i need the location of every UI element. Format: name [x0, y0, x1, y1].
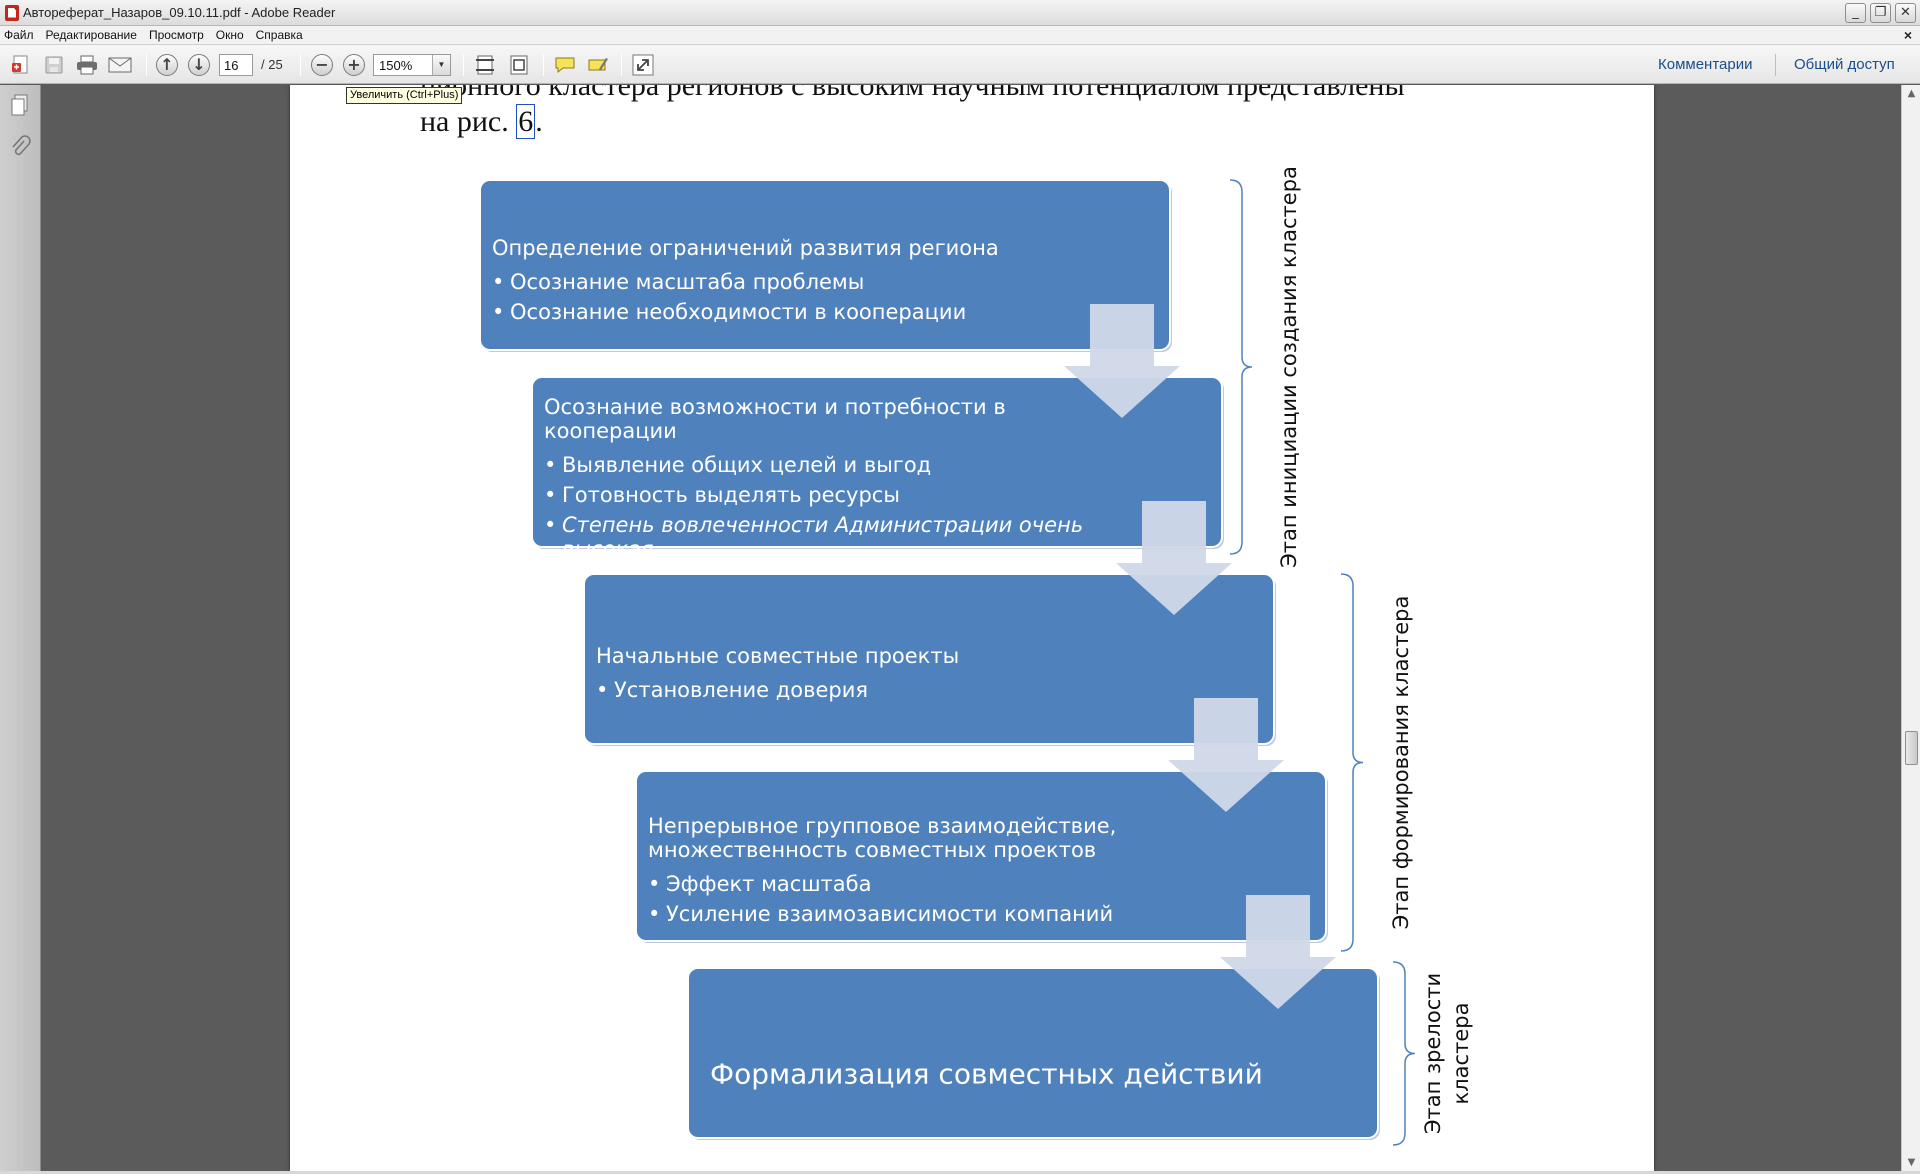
step-bullet: Готовность выделять ресурсы: [562, 483, 900, 507]
page-text-line: на рис. 6.: [420, 104, 543, 139]
page-text-line: ционного кластера регионов с высоким нау…: [420, 85, 1405, 102]
minimize-button[interactable]: _: [1845, 3, 1866, 23]
step-bullet: Осознание необходимости в кооперации: [510, 300, 966, 324]
bullet-dot: •: [544, 513, 556, 537]
pages-icon[interactable]: [9, 93, 31, 117]
fit-page-icon[interactable]: [472, 52, 498, 78]
step-title: Начальные совместные проекты: [596, 644, 959, 668]
fit-width-icon[interactable]: [506, 52, 532, 78]
attachments-icon[interactable]: [9, 135, 31, 159]
window-title: Автореферат_Назаров_09.10.11.pdf - Adobe…: [23, 5, 336, 20]
step-box: [635, 770, 1327, 942]
page-text-fragment: на рис.: [420, 105, 517, 138]
down-arrow: [1220, 895, 1336, 1009]
status-strip: [0, 1171, 1920, 1174]
bullet-dot: •: [544, 483, 556, 507]
expand-icon[interactable]: [630, 52, 656, 78]
window-controls: _ ❐ ✕: [1845, 3, 1916, 23]
next-page-icon[interactable]: ↓: [186, 52, 212, 78]
comment-icon[interactable]: [552, 52, 578, 78]
toolbar: ↑ ↓ / 25 − + 150% ▼ Комментарии Общий до…: [0, 45, 1920, 84]
step-box: [479, 179, 1171, 351]
adobe-reader-icon: [5, 4, 19, 21]
email-icon[interactable]: [107, 52, 133, 78]
scroll-up-icon[interactable]: ▲: [1907, 88, 1916, 99]
vertical-scrollbar[interactable]: ▲ ▼: [1901, 85, 1920, 1171]
open-file-icon[interactable]: [8, 52, 34, 78]
document-view: ционного кластера регионов с высоким нау…: [42, 85, 1900, 1171]
highlight-icon[interactable]: [585, 52, 611, 78]
chevron-down-icon[interactable]: ▼: [432, 55, 450, 75]
stage-brace: [1392, 961, 1416, 1146]
step-bullet: Выявление общих целей и выгод: [562, 453, 931, 477]
menu-edit[interactable]: Редактирование: [45, 28, 137, 42]
step-bullet: Усиление взаимозависимости компаний: [666, 902, 1113, 926]
step-title: Непрерывное групповое взаимодействие,: [648, 814, 1116, 838]
step-title: кооперации: [544, 419, 677, 443]
menu-view[interactable]: Просмотр: [148, 28, 204, 42]
print-icon[interactable]: [74, 52, 100, 78]
step-title: Определение ограничений развития региона: [492, 236, 999, 260]
close-button[interactable]: ✕: [1895, 3, 1916, 23]
close-document-icon[interactable]: ×: [1903, 27, 1912, 43]
zoom-in-tooltip: Увеличить (Ctrl+Plus): [346, 87, 463, 104]
restore-button[interactable]: ❐: [1870, 3, 1891, 23]
page-number-input[interactable]: [219, 54, 253, 76]
stage-label: Этап зрелости: [1421, 973, 1445, 1134]
step-box: [687, 967, 1379, 1139]
page-total: / 25: [261, 57, 283, 72]
stage-brace: [1340, 573, 1364, 952]
step-bullet: Эффект масштаба: [666, 872, 871, 896]
scroll-down-icon[interactable]: ▼: [1907, 1157, 1916, 1168]
stage-label: Этап формирования кластера: [1389, 596, 1413, 930]
previous-page-icon[interactable]: ↑: [154, 52, 180, 78]
down-arrow: [1116, 501, 1232, 615]
menu-file[interactable]: Файл: [4, 28, 34, 42]
figure-reference-link[interactable]: 6: [516, 104, 536, 139]
share-button[interactable]: Общий доступ: [1794, 56, 1895, 73]
step-bullet: Осознание масштаба проблемы: [510, 270, 864, 294]
down-arrow: [1168, 698, 1284, 812]
bullet-dot: •: [492, 300, 504, 324]
page-text-fragment: .: [535, 105, 543, 138]
step-box: [531, 376, 1223, 548]
step-title: Осознание возможности и потребности в: [544, 395, 1006, 419]
save-icon[interactable]: [41, 52, 67, 78]
zoom-value[interactable]: 150%: [379, 58, 413, 73]
step-bullet: высокая: [562, 537, 654, 561]
zoom-select[interactable]: 150% ▼: [373, 54, 451, 76]
step-bullet: Установление доверия: [614, 678, 868, 702]
bullet-dot: •: [596, 678, 608, 702]
down-arrow: [1064, 304, 1180, 418]
bullet-dot: •: [648, 902, 660, 926]
process-diagram: Определение ограничений развития региона…: [479, 166, 1473, 1146]
step-title: Формализация совместных действий: [710, 1057, 1263, 1090]
step-title: множественность совместных проектов: [648, 838, 1096, 862]
menu-help[interactable]: Справка: [255, 28, 303, 42]
step-bullet: Степень вовлеченности Администрации очен…: [562, 513, 1083, 537]
navigation-panel: [0, 85, 41, 1171]
zoom-out-icon[interactable]: −: [309, 52, 335, 78]
menu-window[interactable]: Окно: [215, 28, 244, 42]
title-bar: Автореферат_Назаров_09.10.11.pdf - Adobe…: [0, 0, 1920, 26]
pdf-page: ционного кластера регионов с высоким нау…: [290, 85, 1654, 1171]
scrollbar-thumb[interactable]: [1905, 731, 1918, 765]
comments-button[interactable]: Комментарии: [1658, 56, 1753, 73]
menu-bar: Файл Редактирование Просмотр Окно Справк…: [0, 26, 1920, 45]
bullet-dot: •: [648, 872, 660, 896]
step-box: [583, 573, 1275, 745]
bullet-dot: •: [544, 453, 556, 477]
stage-brace: [1229, 179, 1253, 555]
stage-label: Этап инициации создания кластера: [1277, 166, 1301, 568]
stage-label: кластера: [1449, 1003, 1473, 1105]
zoom-in-icon[interactable]: +: [341, 52, 367, 78]
bullet-dot: •: [492, 270, 504, 294]
